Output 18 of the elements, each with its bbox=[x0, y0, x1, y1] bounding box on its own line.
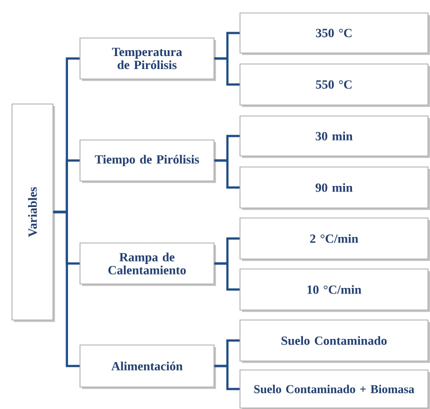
value-box: 10 °C/min bbox=[240, 268, 428, 310]
category-box: Rampa de Calentamiento bbox=[80, 242, 214, 284]
connector bbox=[214, 262, 240, 291]
value-box: Suelo Contaminado bbox=[240, 320, 428, 362]
root-box: Variables bbox=[12, 104, 54, 320]
value-box: 550 °C bbox=[240, 64, 428, 106]
value-box: Suelo Contaminado + Biomasa bbox=[240, 370, 428, 408]
connector bbox=[214, 364, 240, 390]
connector bbox=[214, 57, 240, 86]
value-box: 350 °C bbox=[240, 12, 428, 54]
value-box: 2 °C/min bbox=[240, 218, 428, 260]
value-box: 90 min bbox=[240, 166, 428, 208]
category-box: Alimentación bbox=[80, 344, 214, 388]
value-box: 30 min bbox=[240, 116, 428, 156]
category-box: Temperatura de Pirólisis bbox=[80, 38, 214, 80]
connector bbox=[53, 210, 80, 368]
category-box: Tiempo de Pirólisis bbox=[80, 140, 214, 182]
connector bbox=[214, 159, 240, 189]
